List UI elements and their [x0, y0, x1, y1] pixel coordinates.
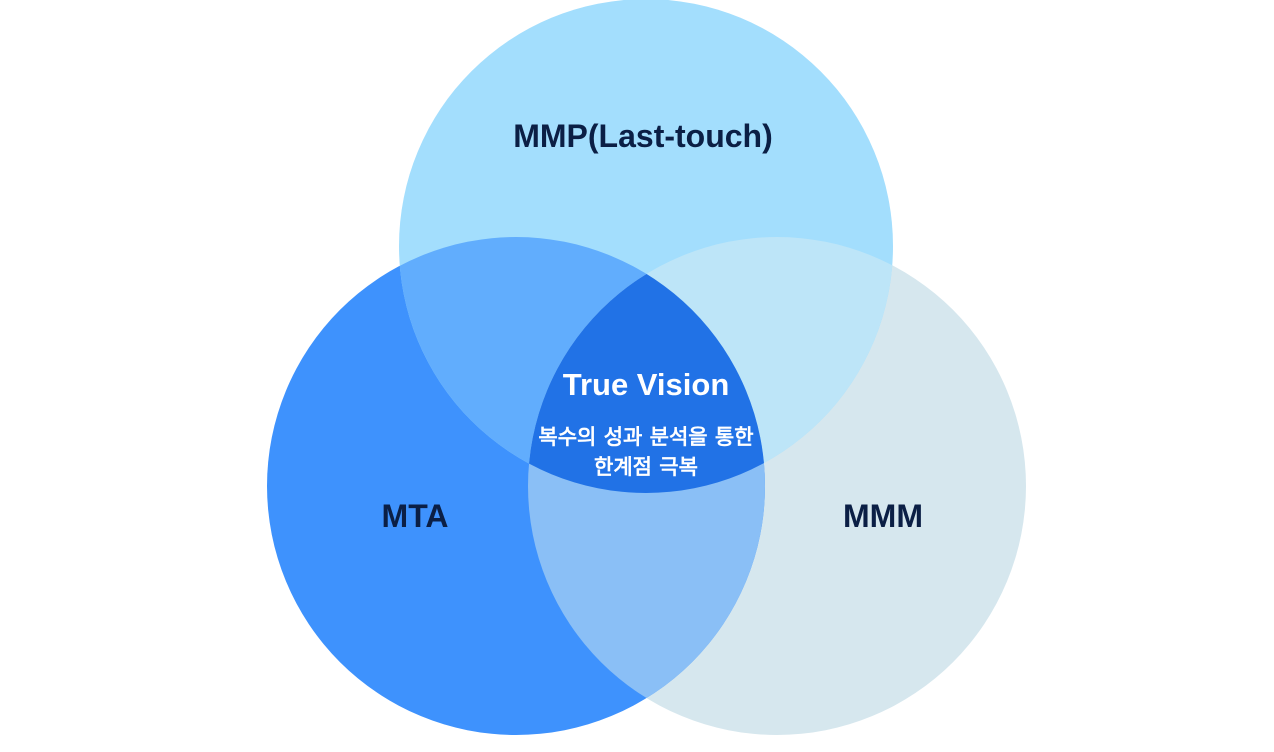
mmp-label: MMP(Last-touch)	[513, 118, 773, 154]
center-overlap	[528, 237, 765, 493]
mta-label: MTA	[381, 498, 449, 534]
mmm-label: MMM	[843, 498, 923, 534]
center-subtitle: 복수의 성과 분석을 통한 한계점 극복	[496, 422, 796, 482]
center-subtitle-line2: 한계점 극복	[594, 455, 698, 479]
center-subtitle-line1: 복수의 성과 분석을 통한	[538, 425, 754, 449]
center-title: True Vision	[562, 367, 730, 402]
